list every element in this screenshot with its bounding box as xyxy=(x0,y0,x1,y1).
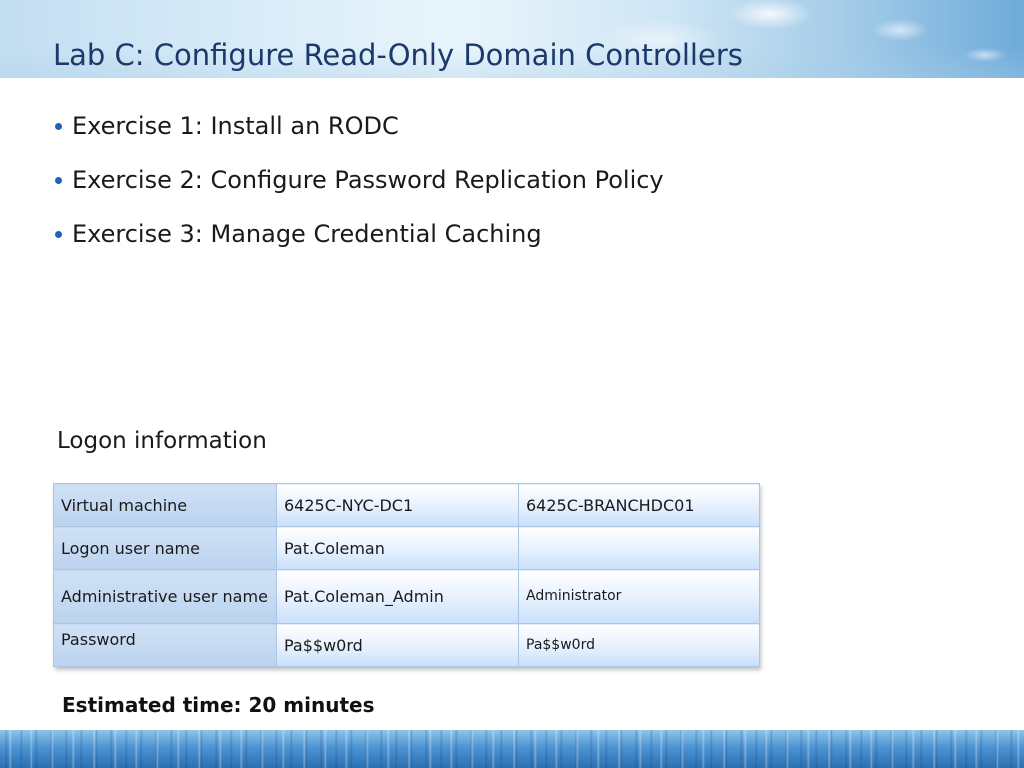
table-cell: Administrator xyxy=(518,569,760,624)
table-row: Password Pa$$w0rd Pa$$w0rd xyxy=(53,623,760,667)
exercise-item: Exercise 3: Manage Credential Caching xyxy=(55,216,664,252)
footer-banner xyxy=(0,730,1024,768)
table-cell: 6425C-BRANCHDC01 xyxy=(518,483,760,527)
logon-table-container: Virtual machine 6425C-NYC-DC1 6425C-BRAN… xyxy=(53,483,760,667)
slide-title: Lab C: Configure Read-Only Domain Contro… xyxy=(53,38,743,72)
table-row: Logon user name Pat.Coleman xyxy=(53,526,760,570)
exercise-label: Exercise 2: Configure Password Replicati… xyxy=(72,166,664,194)
table-row: Administrative user name Pat.Coleman_Adm… xyxy=(53,569,760,624)
row-label-cell: Administrative user name xyxy=(53,569,277,624)
table-cell xyxy=(518,526,760,570)
row-label-cell: Password xyxy=(53,623,277,667)
row-label-cell: Logon user name xyxy=(53,526,277,570)
bullet-dot-icon xyxy=(55,122,62,130)
logon-information-heading: Logon information xyxy=(57,428,267,454)
bullet-dot-icon xyxy=(55,230,62,238)
row-label-cell: Virtual machine xyxy=(53,483,277,527)
logon-table: Virtual machine 6425C-NYC-DC1 6425C-BRAN… xyxy=(53,483,760,667)
exercise-label: Exercise 1: Install an RODC xyxy=(72,112,399,140)
exercise-item: Exercise 1: Install an RODC xyxy=(55,108,664,144)
header-banner xyxy=(0,0,1024,78)
table-cell: Pat.Coleman xyxy=(276,526,519,570)
table-cell: Pa$$w0rd xyxy=(276,623,519,667)
table-cell: Pa$$w0rd xyxy=(518,623,760,667)
exercise-list: Exercise 1: Install an RODC Exercise 2: … xyxy=(55,108,664,270)
table-cell: Pat.Coleman_Admin xyxy=(276,569,519,624)
bullet-dot-icon xyxy=(55,176,62,184)
exercise-item: Exercise 2: Configure Password Replicati… xyxy=(55,162,664,198)
estimated-time: Estimated time: 20 minutes xyxy=(62,693,375,717)
table-row: Virtual machine 6425C-NYC-DC1 6425C-BRAN… xyxy=(53,483,760,527)
exercise-label: Exercise 3: Manage Credential Caching xyxy=(72,220,542,248)
table-cell: 6425C-NYC-DC1 xyxy=(276,483,519,527)
